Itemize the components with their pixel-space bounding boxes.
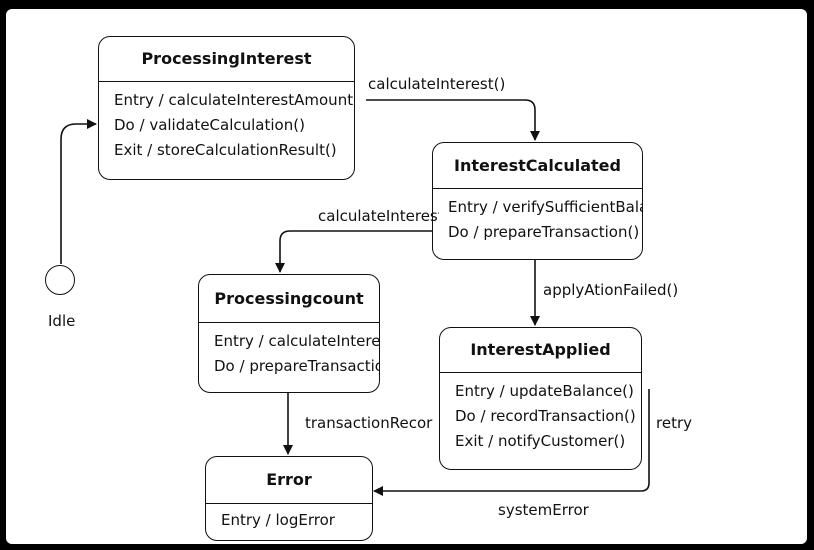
transition-label-apply-action-failed: applyAtionFailed() [543,281,679,299]
arrow-interest-calculated-to-processing-count [275,230,433,273]
state-interest-applied: InterestApplied Entry / updateBalance() … [439,327,642,470]
state-diagram-canvas: Idle ProcessingInterest Entry / calculat… [6,9,807,544]
transition-arrows [60,99,650,496]
entry-action: Entry / updateBalance() [455,382,634,400]
entry-action: Entry / calculateInterest [214,332,380,350]
arrow-idle-to-processing-interest [60,119,97,264]
initial-state-label: Idle [48,312,76,330]
exit-action: Exit / notifyCustomer() [455,432,626,450]
state-name: InterestCalculated [433,143,642,189]
state-error: Error Entry / logError [205,456,373,541]
state-processing-interest: ProcessingInterest Entry / calculateInte… [98,36,355,180]
state-name: ProcessingInterest [99,37,354,82]
entry-action: Entry / verifySufficientBalance() [448,198,642,216]
transition-label-retry: retry [656,414,692,432]
state-name: Error [206,457,372,504]
do-action: Do / prepareTransaction [214,357,380,375]
state-processing-count: Processingcount Entry / calculateInteres… [198,274,380,393]
initial-state-circle [45,265,75,295]
transition-label-system-error: systemError [498,501,589,519]
state-interest-calculated: InterestCalculated Entry / verifySuffici… [432,142,643,260]
transition-label-transaction-record: transactionRecor [305,414,433,432]
arrow-interest-applied-to-error [373,389,650,496]
transition-label-calculate-interest-2: calculateInterest [318,207,439,225]
transition-label-calculate-interest: calculateInterest() [368,75,506,93]
arrow-processing-interest-to-interest-calculated [366,99,540,141]
exit-action: Exit / storeCalculationResult() [114,141,337,159]
state-name: Processingcount [199,275,379,323]
do-action: Do / recordTransaction() [455,407,636,425]
entry-action: Entry / logError [221,511,335,529]
do-action: Do / prepareTransaction() [448,223,640,241]
do-action: Do / validateCalculation() [114,116,305,134]
entry-action: Entry / calculateInterestAmount() [114,91,355,109]
state-name: InterestApplied [440,328,641,373]
